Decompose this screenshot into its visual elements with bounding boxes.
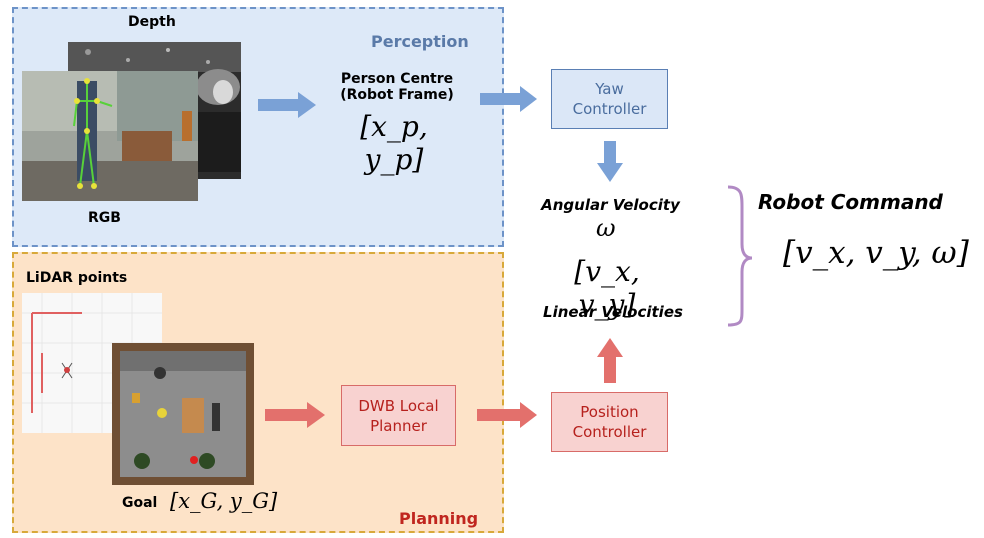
person-position-math: [x_p, y_p] — [360, 110, 428, 176]
yaw-controller-line2: Controller — [572, 100, 647, 118]
person-centre-line2: (Robot Frame) — [340, 87, 454, 103]
yaw-controller-line1: Yaw — [595, 80, 624, 98]
person-to-yaw-arrow — [480, 86, 537, 112]
person-centre-line1: Person Centre — [340, 71, 454, 87]
perception-title: Perception — [371, 32, 469, 51]
dwb-planner-line2: Planner — [370, 416, 427, 435]
goal-map-image — [112, 343, 254, 485]
position-controller-box: Position Controller — [551, 392, 668, 452]
planning-title: Planning — [399, 509, 479, 528]
position-controller-line1: Position — [580, 403, 639, 421]
goal-math: [x_G, y_G] — [170, 489, 278, 513]
dwb-planner-line1: DWB Local — [358, 396, 439, 415]
depth-label: Depth — [128, 14, 176, 30]
position-to-linear-arrow — [597, 338, 623, 383]
rgb-to-person-arrow — [258, 92, 316, 118]
robot-command-title: Robot Command — [758, 190, 943, 214]
robot-command-math: [v_x, v_y, ω] — [783, 235, 969, 271]
dwb-to-position-arrow — [477, 402, 537, 428]
dwb-planner-box: DWB Local Planner — [341, 385, 456, 446]
omega-symbol: ω — [596, 214, 616, 242]
rgb-image — [22, 71, 198, 201]
position-controller-line2: Controller — [572, 423, 647, 441]
goal-to-dwb-arrow — [265, 402, 325, 428]
robot-command-brace — [727, 185, 753, 327]
person-centre-label: Person Centre (Robot Frame) — [322, 71, 472, 103]
linear-velocity-math: [v_x, v_y] — [574, 255, 640, 321]
yaw-to-angular-arrow — [597, 141, 623, 182]
yaw-controller-box: Yaw Controller — [551, 69, 668, 129]
lidar-label: LiDAR points — [26, 270, 128, 286]
angular-velocity-label: Angular Velocity — [541, 196, 680, 214]
goal-label: Goal — [122, 495, 158, 511]
linear-velocities-label: Linear Velocities — [543, 303, 683, 321]
rgb-label: RGB — [88, 210, 121, 226]
